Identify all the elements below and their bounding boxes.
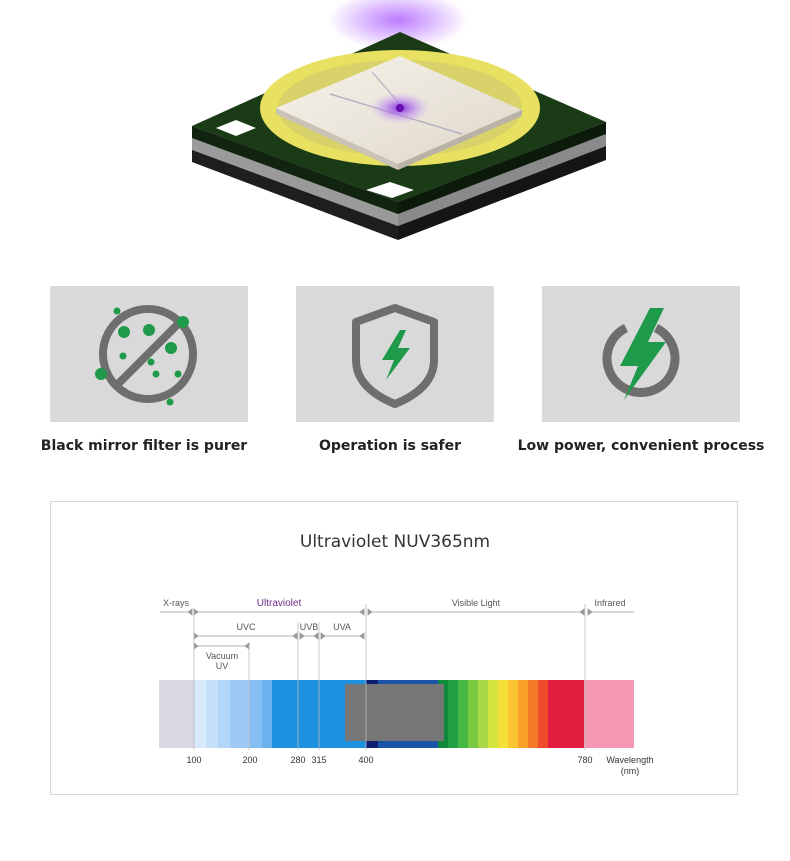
spectrum-bar	[159, 680, 634, 748]
tick-label: 280	[290, 755, 305, 765]
label-vacuum-1: Vacuum	[206, 651, 238, 661]
feature-card-safety	[296, 286, 494, 422]
tick-label: 200	[242, 755, 257, 765]
label-vacuum-2: UV	[216, 661, 229, 671]
label-xrays: X-rays	[163, 598, 190, 608]
feature-card-power	[542, 286, 740, 422]
feature-label-safety: Operation is safer	[319, 438, 461, 454]
label-ultraviolet: Ultraviolet	[257, 598, 302, 609]
axis-label-unit: (nm)	[621, 766, 640, 776]
feature-label-filter: Black mirror filter is purer	[40, 438, 248, 454]
tick-label: 780	[577, 755, 592, 765]
tick-label: 100	[186, 755, 201, 765]
wavelength-guides	[193, 604, 586, 750]
label-infrared: Infrared	[594, 598, 625, 608]
tick-label: 315	[311, 755, 326, 765]
label-visible: Visible Light	[452, 598, 501, 608]
label-uva: UVA	[333, 622, 351, 632]
label-uvc: UVC	[236, 622, 256, 632]
uv-led-chip-illustration	[192, 0, 606, 240]
spectrum-title: Ultraviolet NUV365nm	[299, 532, 491, 552]
axis-label-wavelength: Wavelength	[606, 755, 653, 765]
tick-label: 400	[358, 755, 373, 765]
shield-bolt-icon	[352, 304, 438, 408]
feature-card-filter	[50, 286, 248, 422]
range-arrows	[160, 608, 634, 650]
label-uvb: UVB	[300, 622, 319, 632]
feature-label-power: Low power, convenient process	[517, 438, 765, 454]
no-particles-icon	[95, 305, 197, 406]
power-bolt-icon	[602, 308, 680, 400]
